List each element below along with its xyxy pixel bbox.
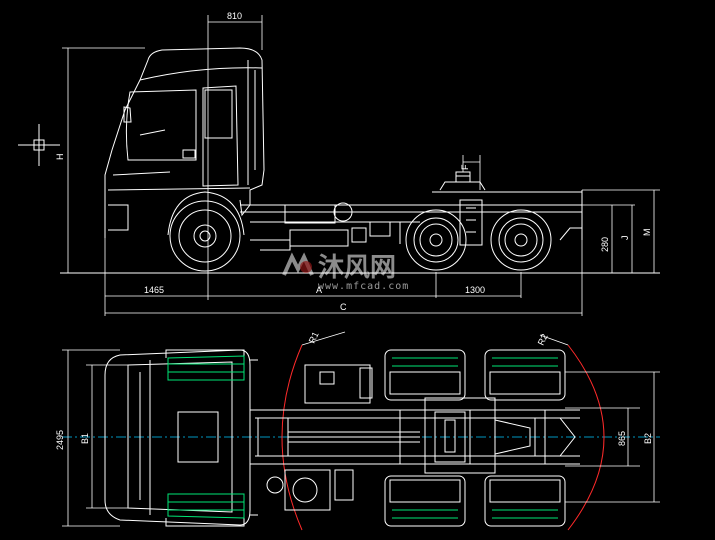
dim-front-overhang: 1465 [144,285,164,295]
dim-overall-length: C [340,302,347,312]
dim-front-track: B1 [80,433,90,444]
dim-overall-height: H [55,154,65,161]
dim-wheelbase: A [316,285,322,295]
dim-rear-height: 280 [600,237,610,252]
rear-tires-top [384,349,566,527]
rear-wheel-1 [405,209,467,271]
front-turn-arc [281,344,303,531]
dim-fifth-wheel-height: M [642,229,652,237]
dim-rear-radius: R2 [536,332,550,347]
chassis-top [250,364,580,511]
dim-rear-track-inner: 865 [617,431,627,446]
side-view [18,15,660,316]
watermark-url: www.mfcad.com [318,281,409,292]
dim-rear-track: B2 [643,433,653,444]
cab-top [104,349,258,527]
dim-front-radius: R1 [307,330,321,345]
front-tires-top [167,355,245,519]
rear-tire-treads [392,357,558,519]
dim-frame-height: J [620,236,630,241]
top-dimension-lines [62,349,660,527]
side-dimension-labels: 810 H 1465 A 1300 C F 280 J M [55,11,652,312]
watermark-logo-text: 沐风网 [318,253,396,283]
rear-turn-arc [567,344,605,531]
dim-axle-spread: 1300 [465,285,485,295]
dim-cab-offset: 810 [227,11,242,21]
top-view [62,331,660,531]
rear-suspension [459,199,483,246]
dim-fifth-wheel-offset: F [460,164,470,170]
rear-wheel-2 [490,209,552,271]
chassis-frame [240,171,583,251]
mfcad-logo-icon [282,252,314,276]
watermark: 沐风网 www.mfcad.com [282,252,409,292]
top-dimension-labels: 2495 B1 R1 R2 865 B2 [55,330,653,450]
side-dimension-lines [62,15,660,316]
front-wheel [167,191,245,272]
cab-outline [104,47,265,238]
dim-front-track-total: 2495 [55,430,65,450]
ucs-crosshair-icon [18,124,60,166]
